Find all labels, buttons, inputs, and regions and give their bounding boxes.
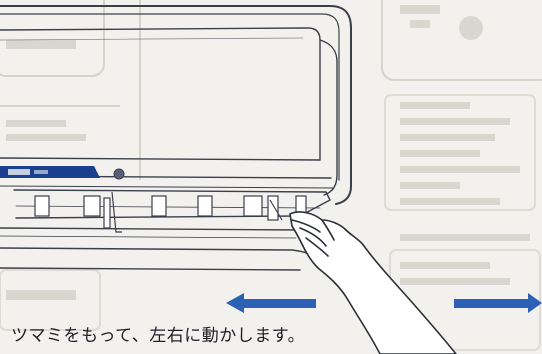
side-cap	[319, 39, 338, 196]
unit-top-edge	[0, 5, 352, 205]
air-conditioner-unit	[0, 5, 352, 271]
louver-blades	[34, 195, 307, 229]
faded-text-blocks	[6, 5, 530, 300]
display-panel	[0, 166, 100, 178]
unit-top-edge-inner	[0, 13, 340, 181]
indicator-lamp	[113, 168, 125, 180]
instruction-caption: ツマミをもって、左右に動かします。	[11, 326, 306, 346]
louver-bar	[13, 189, 331, 219]
hand-illustration	[289, 211, 457, 354]
left-arrow	[226, 293, 316, 313]
right-arrow	[454, 293, 542, 313]
louver-knob	[111, 191, 283, 233]
